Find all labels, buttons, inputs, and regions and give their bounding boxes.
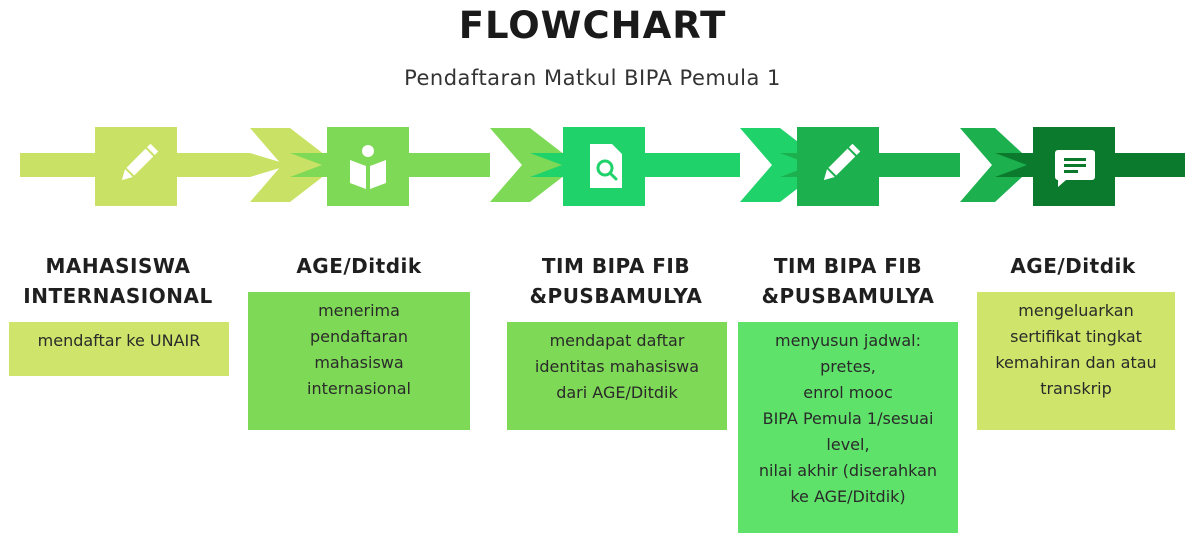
- process-arrow-band: [20, 127, 1185, 206]
- description-line: pendaftaran: [309, 327, 409, 346]
- description-line: nilai akhir (diserahkan: [758, 461, 938, 480]
- pencil-icon: [823, 143, 861, 181]
- step-5-heading: AGE/Ditdik: [962, 251, 1184, 281]
- description-line: level,: [826, 435, 870, 454]
- description-line: mendaftar ke UNAIR: [37, 331, 201, 350]
- description-line: kemahiran dan atau: [995, 353, 1157, 372]
- description-line: mengeluarkan: [1018, 301, 1134, 320]
- page-title: FLOWCHART: [458, 4, 727, 47]
- band-chevron-2: [490, 128, 578, 202]
- step-5-description-box: mengeluarkan sertifikat tingkat kemahira…: [977, 292, 1175, 430]
- heading-line: TIM BIPA FIB: [773, 254, 923, 278]
- description-line: internasional: [307, 379, 411, 398]
- step-2-description-box: menerima pendaftaran mahasiswa internasi…: [248, 292, 470, 430]
- description-line: dari AGE/Ditdik: [556, 383, 678, 402]
- step-3-description-box: mendapat daftar identitas mahasiswa dari…: [507, 322, 727, 430]
- description-line: enrol mooc: [803, 383, 893, 402]
- heading-line: AGE/Ditdik: [1010, 254, 1136, 278]
- description-line: mahasiswa: [314, 353, 404, 372]
- step-4-heading: TIM BIPA FIB &PUSBAMULYA: [737, 251, 959, 311]
- pencil-icon: [121, 143, 159, 181]
- description-line: menerima: [318, 301, 400, 320]
- description-line: BIPA Pemula 1/sesuai: [762, 409, 934, 428]
- description-line: identitas mahasiswa: [534, 357, 700, 376]
- step-4-description-box: menyusun jadwal: pretes, enrol mooc BIPA…: [738, 322, 958, 533]
- step-3-heading: TIM BIPA FIB &PUSBAMULYA: [500, 251, 732, 311]
- heading-line: &PUSBAMULYA: [761, 284, 935, 308]
- description-line: sertifikat tingkat: [1010, 327, 1142, 346]
- band-chevron-1: [250, 128, 338, 202]
- description-line: ke AGE/Ditdik): [790, 487, 906, 506]
- step-2-heading: AGE/Ditdik: [248, 251, 470, 281]
- band-chevron-4: [960, 128, 1035, 202]
- heading-line: TIM BIPA FIB: [541, 254, 691, 278]
- reading-person-icon: [350, 145, 386, 189]
- message-icon: [1055, 150, 1095, 187]
- step-1-heading: MAHASISWA INTERNASIONAL: [0, 251, 236, 311]
- document-search-icon: [590, 144, 622, 188]
- description-line: menyusun jadwal:: [774, 331, 921, 350]
- description-line: transkrip: [1040, 379, 1112, 398]
- step-2-icon-square: [327, 127, 409, 206]
- description-line: mendapat daftar: [549, 331, 685, 350]
- description-line: pretes,: [820, 357, 876, 376]
- step-1-description-box: mendaftar ke UNAIR: [9, 322, 229, 376]
- heading-line: INTERNASIONAL: [23, 284, 213, 308]
- band-chevron-3: [740, 128, 828, 202]
- page-subtitle: Pendaftaran Matkul BIPA Pemula 1: [404, 66, 781, 90]
- heading-line: AGE/Ditdik: [296, 254, 422, 278]
- heading-line: MAHASISWA: [45, 254, 191, 278]
- heading-line: &PUSBAMULYA: [529, 284, 703, 308]
